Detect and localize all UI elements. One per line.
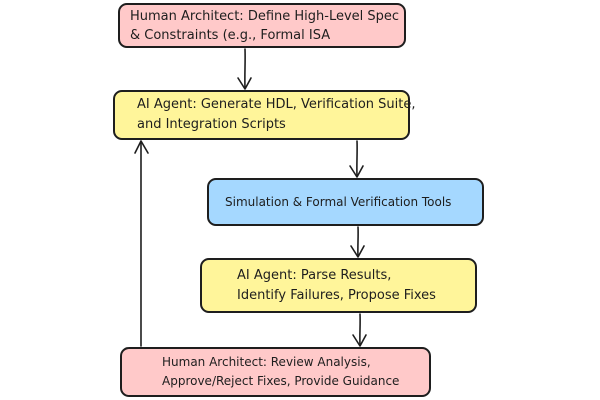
define-spec-node: Human Architect: Define High-Level Spec … <box>118 3 406 48</box>
arrow-review-to-generate <box>134 140 149 347</box>
arrow-tools-to-parse <box>350 226 365 258</box>
node-label-line: and Integration Scripts <box>137 117 286 132</box>
arrow-generate-to-tools <box>349 140 364 178</box>
node-label-line: Approve/Reject Fixes, Provide Guidance <box>162 374 400 388</box>
verification-tools-node: Simulation & Formal Verification Tools <box>207 178 484 226</box>
arrow-parse-to-review <box>352 313 367 347</box>
node-label-line: Human Architect: Define High-Level Spec <box>130 8 400 24</box>
node-label-line: Identify Failures, Propose Fixes <box>237 287 436 303</box>
node-label-line: Human Architect: Review Analysis, <box>162 355 371 369</box>
node-label-line: AI Agent: Parse Results, <box>237 267 392 283</box>
node-label-line: & Constraints (e.g., Formal ISA <box>130 27 331 43</box>
parse-results-node: AI Agent: Parse Results, Identify Failur… <box>200 258 477 313</box>
generate-hdl-node: AI Agent: Generate HDL, Verification Sui… <box>113 90 416 140</box>
review-analysis-node: Human Architect: Review Analysis, Approv… <box>120 347 431 397</box>
node-label-line: Simulation & Formal Verification Tools <box>225 195 452 209</box>
node-label-line: AI Agent: Generate HDL, Verification Sui… <box>137 97 416 112</box>
arrow-spec-to-generate <box>237 48 252 90</box>
